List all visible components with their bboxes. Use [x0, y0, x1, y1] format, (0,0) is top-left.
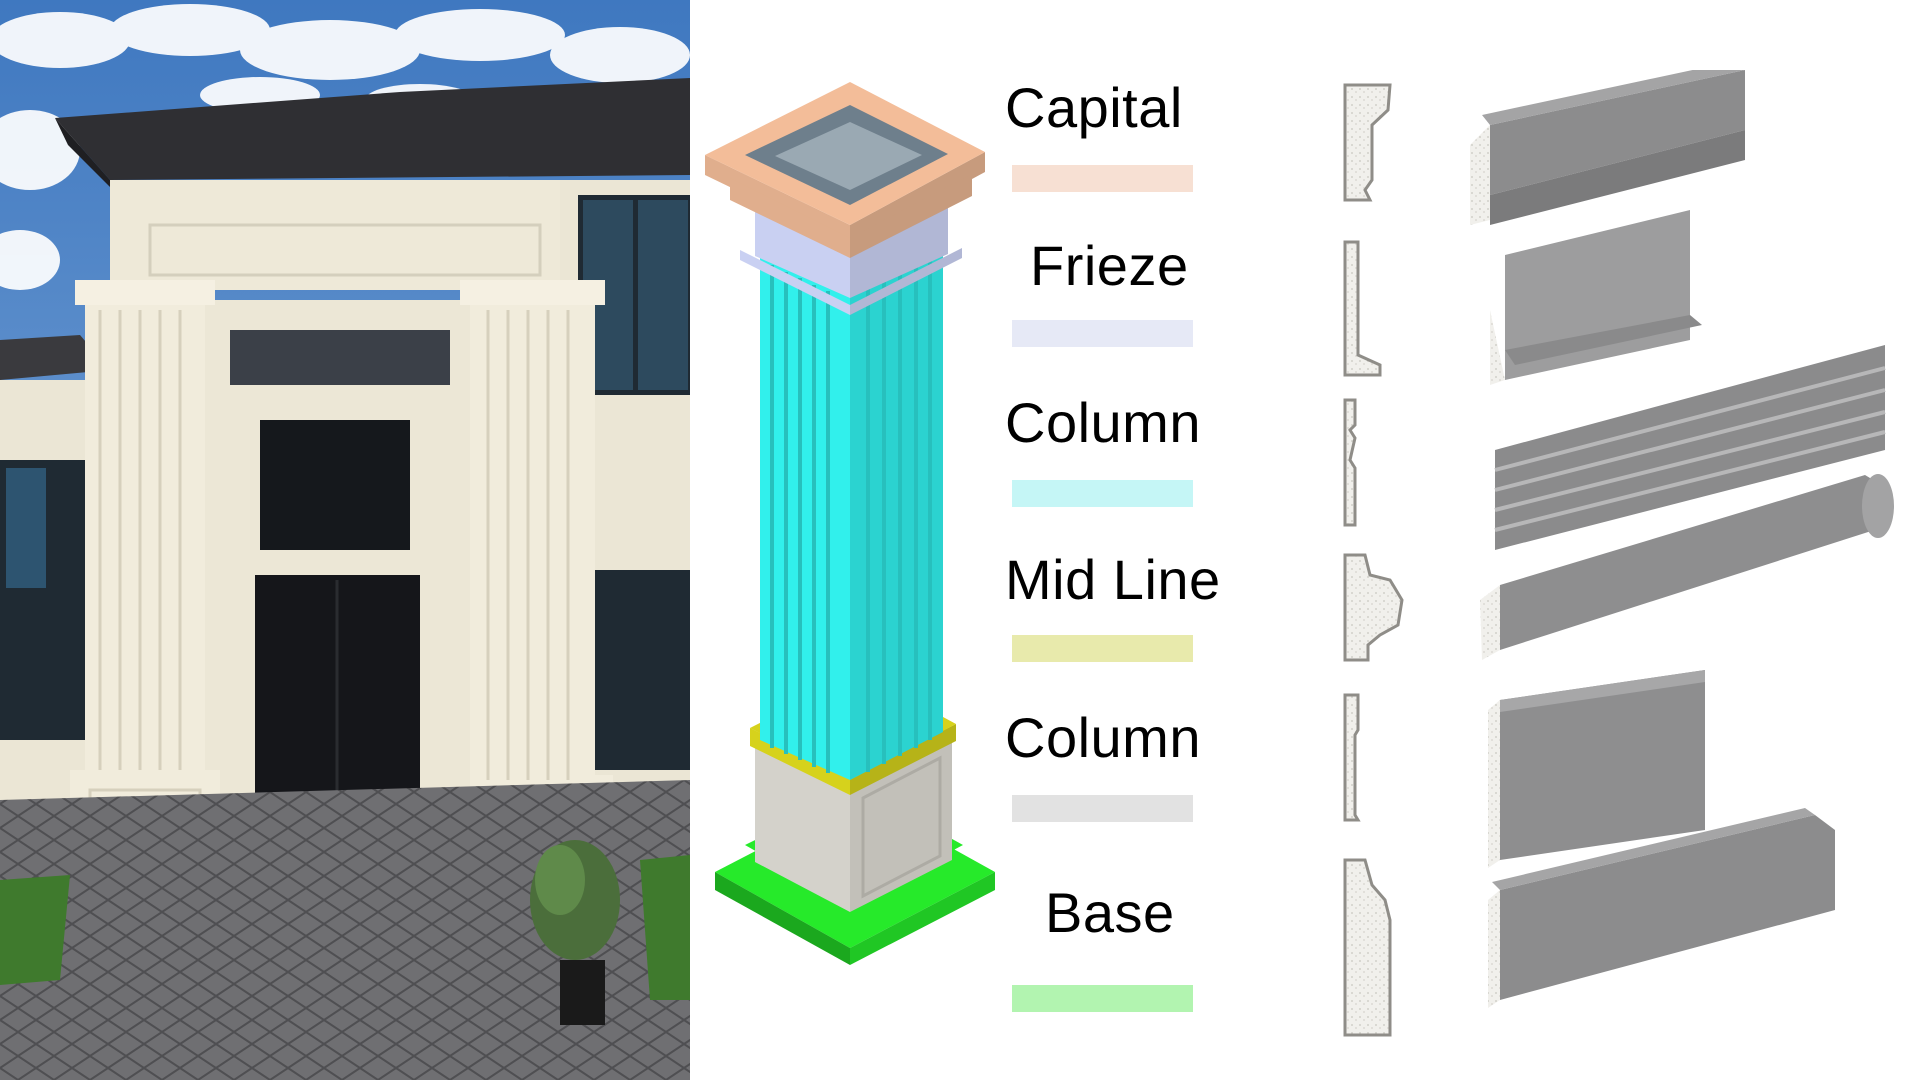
segment-frieze	[1490, 210, 1702, 385]
segment-mid-line	[1480, 474, 1894, 660]
legend-label-capital: Capital	[1005, 76, 1183, 139]
profile-column-lower	[1343, 693, 1361, 822]
profile-mid-line	[1343, 553, 1404, 662]
profile-column-upper	[1343, 398, 1357, 527]
legend-swatch-capital	[1012, 165, 1193, 192]
column-assembly-3d	[700, 60, 1010, 990]
legend-swatch-mid-line	[1012, 635, 1193, 662]
profile-capital	[1343, 83, 1392, 202]
legend-swatch-base	[1012, 985, 1193, 1012]
legend-label-column-upper: Column	[1005, 391, 1201, 454]
segment-column-upper	[1494, 345, 1886, 550]
capital-part	[705, 82, 985, 258]
profile-frieze	[1343, 240, 1382, 377]
segment-base	[1488, 808, 1835, 1008]
legend-label-base: Base	[1045, 881, 1175, 944]
legend-label-mid-line: Mid Line	[1005, 548, 1221, 611]
molding-profiles	[1310, 70, 1910, 1050]
segment-capital	[1470, 70, 1745, 225]
house-entrance-photo	[0, 0, 690, 1080]
legend-swatch-column-upper	[1012, 480, 1193, 507]
profile-base	[1343, 858, 1392, 1037]
shaft-part	[760, 248, 943, 780]
legend-label-column-lower: Column	[1005, 706, 1201, 769]
segment-column-lower	[1488, 670, 1705, 868]
legend-swatch-column-lower	[1012, 795, 1193, 822]
legend-label-frieze: Frieze	[1030, 234, 1189, 297]
legend-swatch-frieze	[1012, 320, 1193, 347]
